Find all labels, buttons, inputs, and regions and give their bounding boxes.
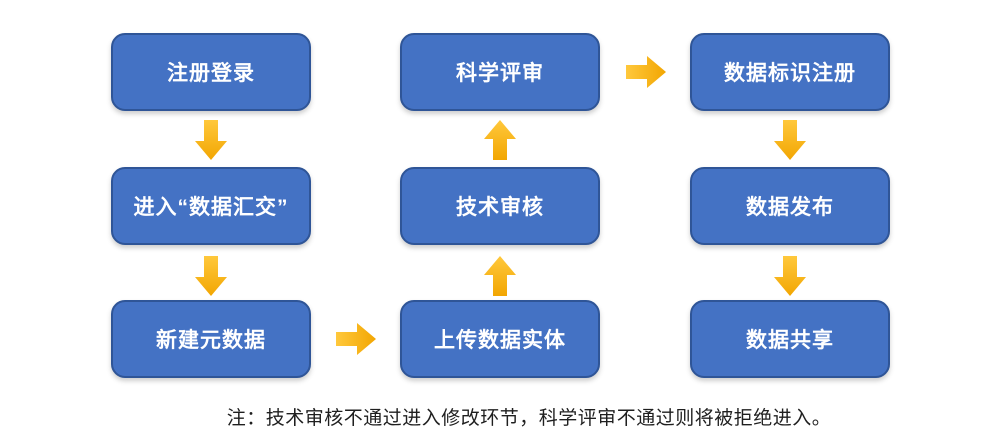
flow-node-label: 进入“数据汇交”	[133, 196, 289, 219]
flow-node-label: 数据共享	[746, 329, 834, 352]
arrow-down-icon	[195, 256, 227, 296]
flow-node-scientific-review: 科学评审	[400, 33, 600, 111]
arrow-right-icon	[626, 56, 666, 88]
arrow-down-icon	[774, 120, 806, 160]
arrow-right-icon	[336, 323, 376, 355]
flow-node-create-metadata: 新建元数据	[111, 300, 311, 378]
arrow-down-icon	[195, 120, 227, 160]
flow-node-label: 科学评审	[456, 62, 544, 85]
flow-node-label: 上传数据实体	[434, 329, 566, 352]
flow-node-technical-review: 技术审核	[400, 167, 600, 245]
flow-node-data-id-registration: 数据标识注册	[690, 33, 890, 111]
arrow-up-icon	[484, 120, 516, 160]
flow-node-data-sharing: 数据共享	[690, 300, 890, 378]
arrow-up-icon	[484, 256, 516, 296]
flow-node-label: 技术审核	[456, 196, 544, 219]
flow-node-label: 新建元数据	[156, 329, 266, 352]
flow-node-register-login: 注册登录	[111, 33, 311, 111]
flow-node-enter-data-submission: 进入“数据汇交”	[111, 167, 311, 245]
flow-node-upload-data-entity: 上传数据实体	[400, 300, 600, 378]
flow-node-label: 数据发布	[746, 196, 834, 219]
arrow-down-icon	[774, 256, 806, 296]
flowchart-footnote: 注：技术审核不通过进入修改环节，科学评审不通过则将被拒绝进入。	[226, 408, 832, 429]
flow-node-label: 数据标识注册	[724, 62, 856, 85]
flow-node-label: 注册登录	[167, 62, 255, 85]
flow-node-data-publish: 数据发布	[690, 167, 890, 245]
